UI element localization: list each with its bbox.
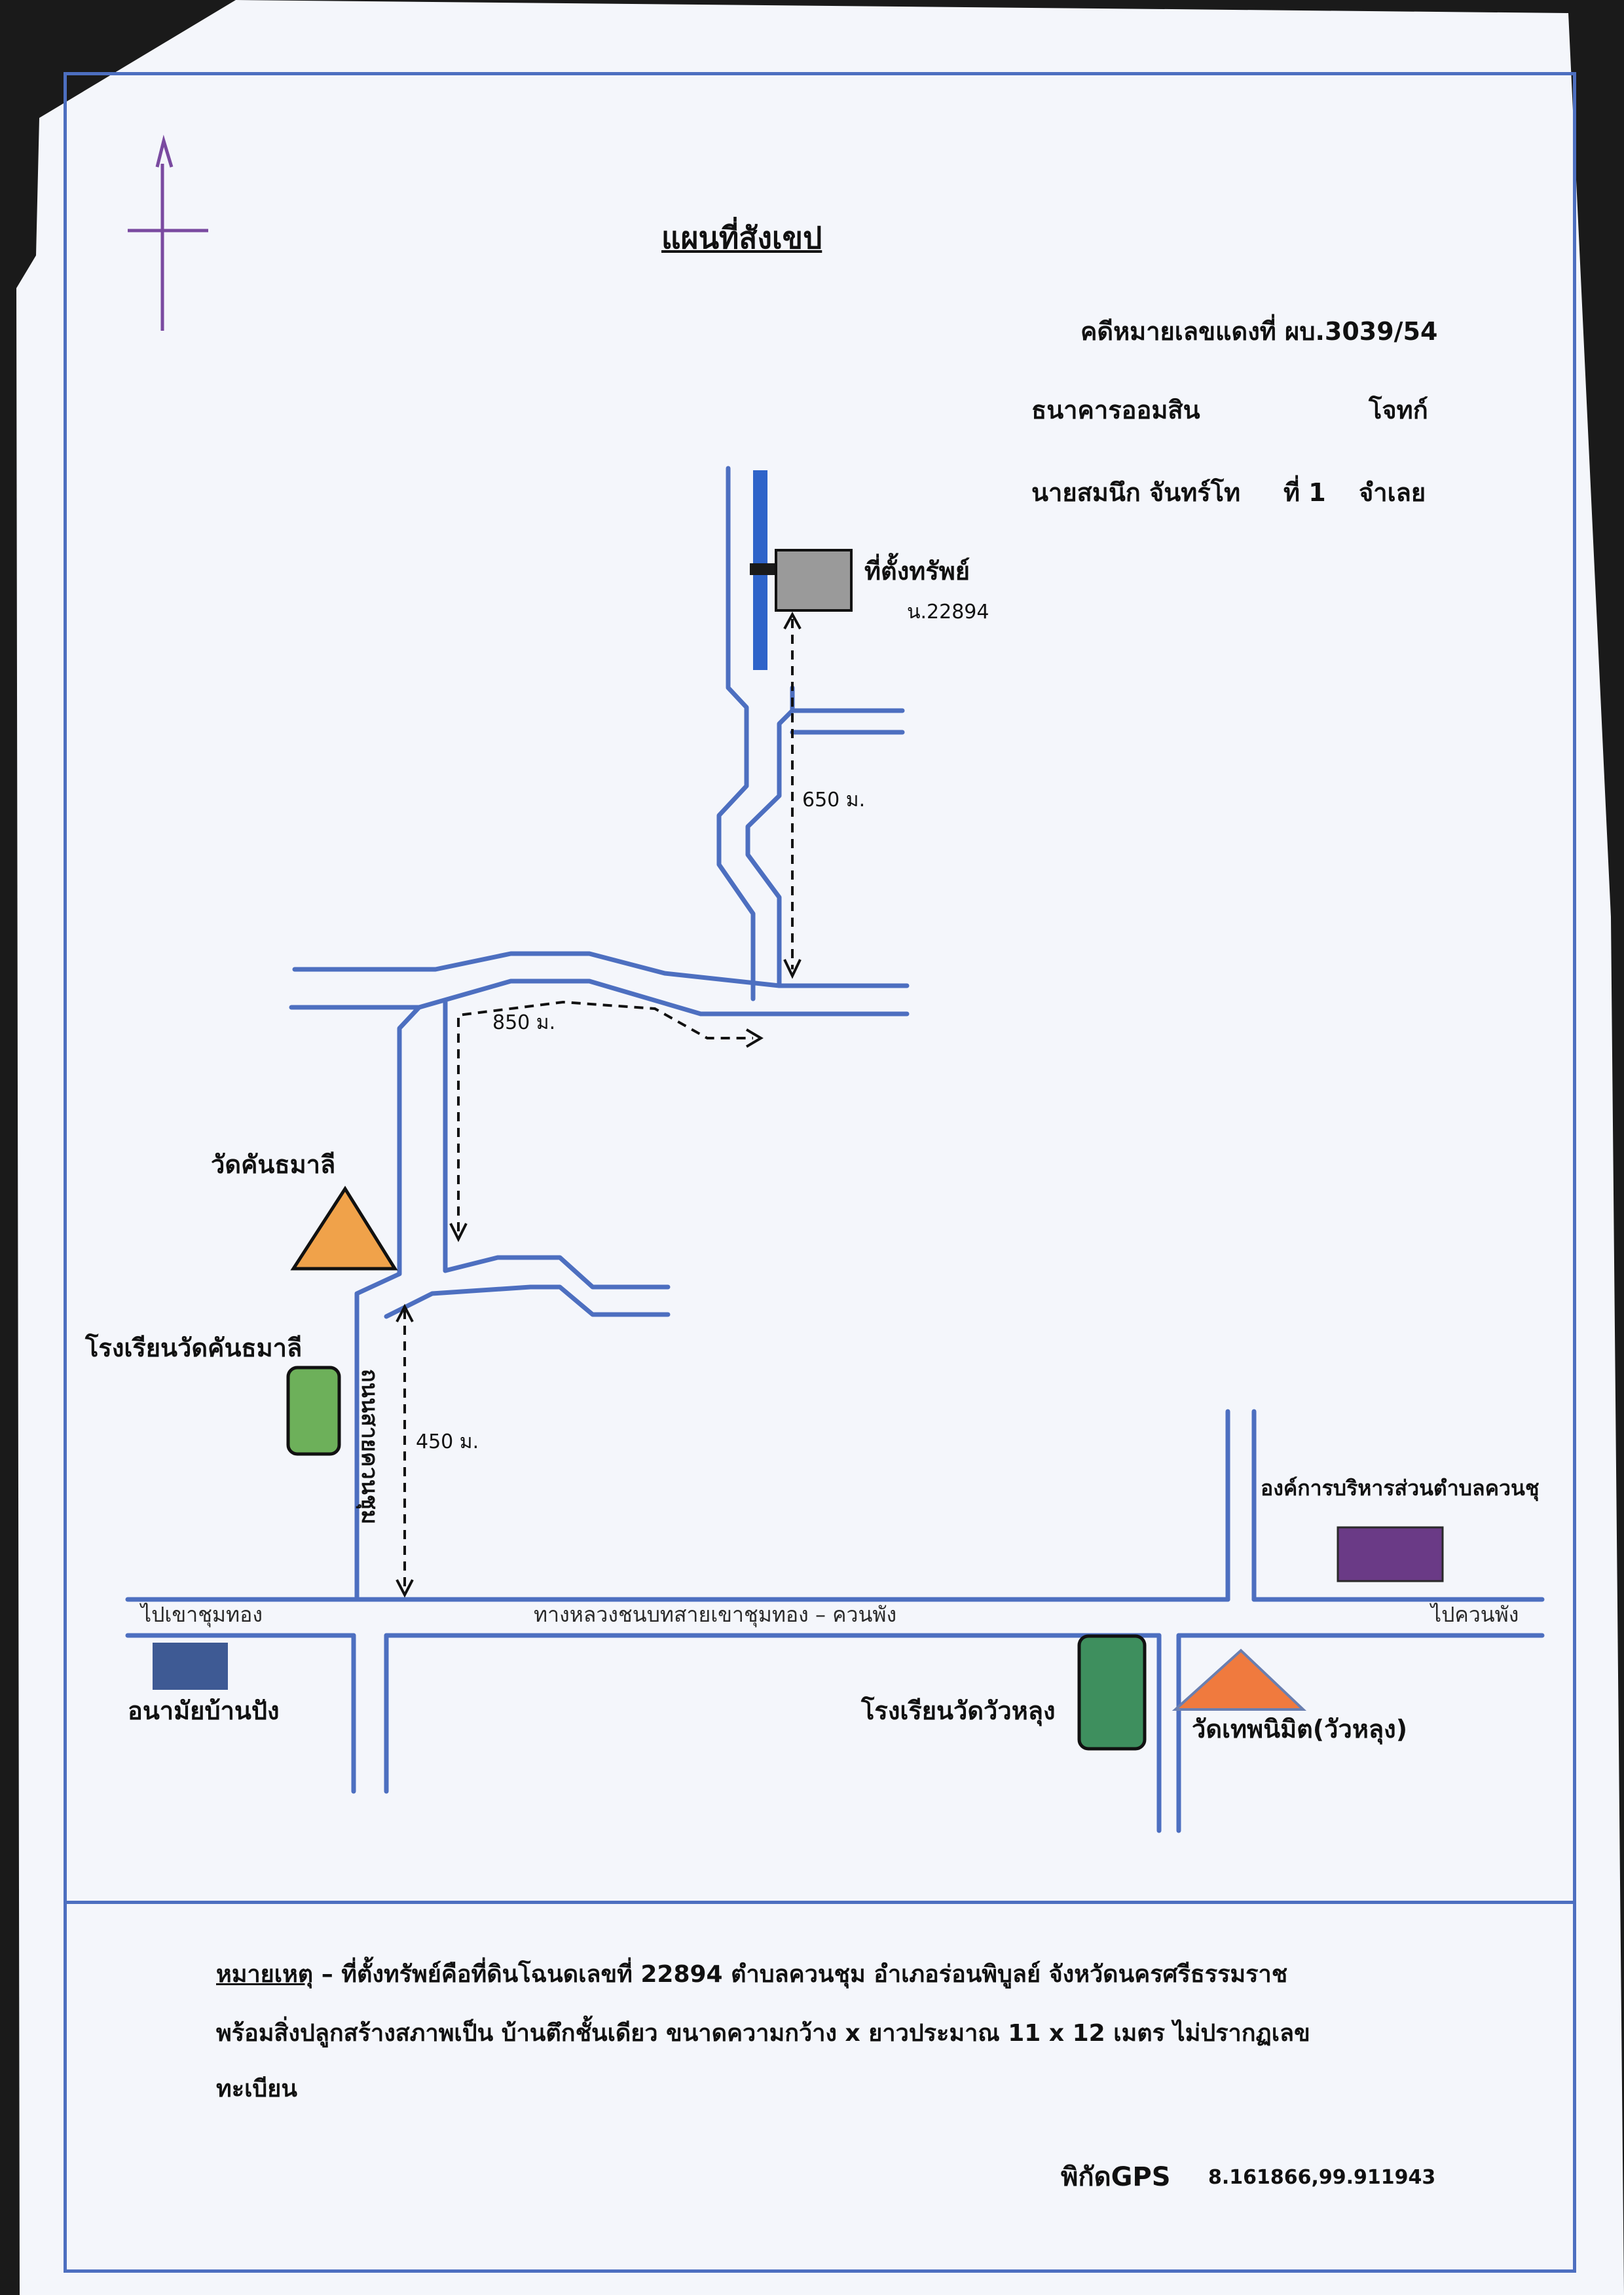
gps-label: พิกัดGPS [1061, 2162, 1171, 2192]
road-north-left-edge [716, 466, 756, 1001]
property-house [775, 549, 853, 612]
page-title: แผนที่สังเขป [661, 220, 822, 255]
distance-arrows [403, 619, 794, 1592]
defendant-role: จำเลย [1359, 478, 1426, 507]
arrow-850-head-east [745, 1028, 764, 1048]
arrow-850-line [457, 1000, 753, 1231]
gps-value: 8.161866,99.911943 [1208, 2166, 1436, 2189]
road-middle-top-edge [292, 951, 910, 988]
temple-triangle-icon-thep [1172, 1649, 1307, 1711]
note-line-2: พร้อมสิ่งปลูกสร้างสภาพเป็น บ้านตึกชั้นเด… [216, 2020, 1310, 2047]
distance-850-label: 850 ม. [492, 1011, 556, 1034]
road-small-branch-top [443, 1255, 671, 1290]
property-gate [750, 563, 776, 575]
school-wua-label: โรงเรียนวัดวัวหลุง [861, 1696, 1056, 1725]
property-label: ที่ตั้งทรัพย์ [864, 557, 970, 586]
to-khao-chum-thong-label: ไปเขาชุมทอง [141, 1602, 263, 1627]
health-rect-icon-anamai [153, 1643, 228, 1690]
note-label: หมายเหตุ – ที่ตั้งทรัพย์คือที่ดินโฉนดเลข… [216, 1962, 1287, 1988]
school-rect-icon-wua [1077, 1634, 1147, 1751]
road-middle-bottom-edge [289, 979, 910, 1017]
wat-thep-label: วัดเทพนิมิต(วัวหลุง) [1192, 1715, 1408, 1744]
arrow-650-head-bottom [783, 959, 802, 979]
note-line-3: ทะเบียน [216, 2076, 297, 2102]
plaintiff-role: โจทก์ [1369, 396, 1428, 424]
north-marker-icon [128, 134, 208, 331]
obt-label: องค์การบริหารส่วนตำบลควนชุ [1261, 1476, 1540, 1501]
side-road-label: ถนนสายควนชุม [356, 1369, 382, 1525]
school-khan-label: โรงเรียนวัดคันธมาลี [85, 1334, 303, 1362]
arrow-850-head-south [449, 1223, 468, 1242]
map-frame [64, 72, 1576, 2273]
note-title: หมายเหตุ [216, 1961, 314, 1988]
arrow-heads [396, 611, 802, 1598]
school-rect-icon-khan [286, 1366, 341, 1456]
distance-450-label: 450 ม. [416, 1430, 479, 1453]
office-rect-icon-obt [1337, 1526, 1444, 1582]
defendant-name: นายสมนึก จันทร์โท [1031, 478, 1241, 507]
note-divider [64, 1901, 1576, 1904]
wat-khan-label: วัดคันธมาลี [211, 1150, 336, 1179]
road-network [125, 466, 1545, 1833]
note-line-1: – ที่ตั้งทรัพย์คือที่ดินโฉนดเลขที่ 22894… [321, 1961, 1288, 1988]
road-vertical-left-edge [354, 1005, 422, 1601]
plaintiff-name: ธนาคารออมสิน [1031, 396, 1200, 424]
defendant-number: ที่ 1 [1283, 478, 1326, 507]
highway-label: ทางหลวงชนบทสายเขาชุมทอง – ควนพัง [534, 1602, 897, 1627]
case-number: คดีหมายเลขแดงที่ ผบ.3039/54 [1080, 317, 1438, 346]
temple-triangle-icon-khan [290, 1185, 398, 1271]
road-small-branch-bottom [384, 1284, 671, 1319]
anamai-label: อนามัยบ้านปัง [128, 1696, 280, 1725]
arrow-450-head-bottom [396, 1579, 414, 1598]
road-north-right-edge [745, 685, 795, 988]
distance-650-label: 650 ม. [802, 789, 866, 812]
property-deed-number: น.22894 [907, 601, 989, 624]
arrow-650-head-top [783, 611, 802, 629]
to-khuan-phang-label: ไปควนพัง [1431, 1602, 1519, 1627]
arrow-450-head-top [396, 1303, 414, 1322]
